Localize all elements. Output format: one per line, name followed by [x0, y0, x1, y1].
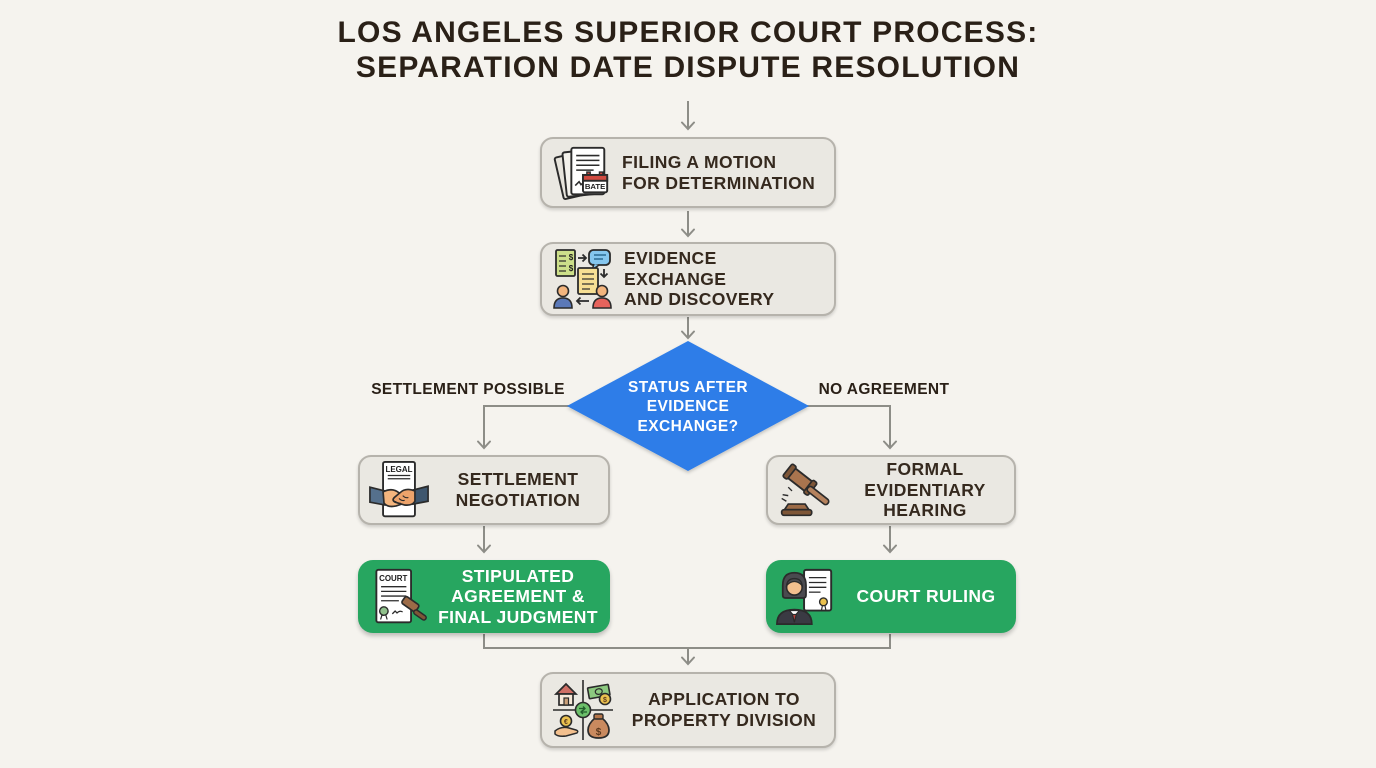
calendar-stamp-text: BATE: [585, 181, 606, 190]
svg-text:$: $: [569, 253, 574, 262]
node-evidence-exchange: $ $ EVIDENCE EXCHANGE AND DISCOVERY: [540, 242, 836, 316]
node-settlement-negotiation-label: SETTLEMENT NEGOTIATION: [455, 469, 581, 510]
branch-label-settlement-possible: SETTLEMENT POSSIBLE: [371, 381, 565, 398]
node-court-ruling: COURT RULING: [766, 560, 1016, 633]
connector-decision-to-settlement: [477, 405, 570, 450]
handshake-legal-document-icon: LEGAL: [369, 460, 429, 518]
connector-decision-to-hearing: [806, 405, 897, 450]
court-doc-text: COURT: [379, 574, 407, 583]
node-stipulated-agreement-label: STIPULATED AGREEMENT & FINAL JUDGMENT: [438, 565, 598, 627]
gavel-icon: [780, 463, 830, 517]
filing-documents-icon: BATE: [553, 146, 609, 200]
node-filing-motion: BATE FILING A MOTION FOR DETERMINATION: [540, 137, 836, 208]
diagram-title-line-1: LOS ANGELES SUPERIOR COURT PROCESS:: [337, 16, 1039, 49]
coin-euro-text: €: [564, 719, 568, 726]
decision-diamond: [567, 341, 809, 471]
diagram-title-line-2: SEPARATION DATE DISPUTE RESOLUTION: [355, 50, 1021, 84]
legal-doc-text: LEGAL: [386, 465, 413, 474]
coin-dollar-text: $: [603, 697, 607, 704]
svg-text:$: $: [569, 264, 574, 273]
node-evidentiary-hearing: FORMAL EVIDENTIARY HEARING: [766, 455, 1016, 525]
property-division-icon: $ € $: [553, 680, 613, 740]
diagram-title: LOS ANGELES SUPERIOR COURT PROCESS: SEPA…: [0, 16, 1376, 85]
node-filing-motion-label: FILING A MOTION FOR DETERMINATION: [622, 151, 816, 193]
connector-merge-rail: [483, 634, 891, 649]
node-evidentiary-hearing-label: FORMAL EVIDENTIARY HEARING: [864, 459, 986, 521]
node-property-division: $ € $ APPLICATION TO PROPERTY DIVISION: [540, 672, 836, 748]
node-court-ruling-label: COURT RULING: [856, 586, 996, 607]
node-property-division-label: APPLICATION TO PROPERTY DIVISION: [631, 689, 817, 730]
bag-dollar-text: $: [596, 727, 602, 738]
node-settlement-negotiation: LEGAL SETTLEMENT NEGOTIATION: [358, 455, 610, 525]
node-stipulated-agreement: COURT STIPULATED AGREEMENT & FINAL JUDGM…: [358, 560, 610, 633]
decision-label: STATUS AFTER EVIDENCE EXCHANGE?: [628, 379, 748, 435]
node-evidence-exchange-label: EVIDENCE EXCHANGE AND DISCOVERY: [624, 248, 775, 310]
evidence-exchange-icon: $ $: [553, 249, 612, 309]
court-document-gavel-icon: COURT: [375, 568, 427, 623]
judge-document-icon: [776, 568, 833, 625]
branch-label-no-agreement: NO AGREEMENT: [818, 381, 950, 398]
